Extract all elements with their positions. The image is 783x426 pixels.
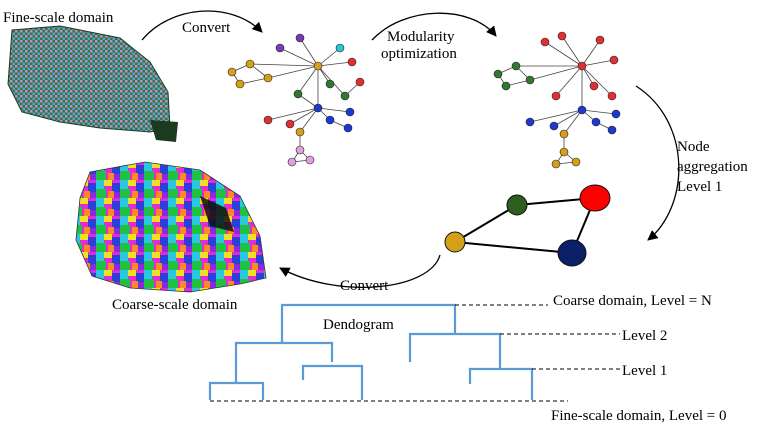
aggregated-node-navy xyxy=(557,239,587,267)
arrow-modularity xyxy=(371,12,497,41)
node-label: Node xyxy=(677,139,710,155)
optimization-label: optimization xyxy=(381,46,457,62)
network-graph-modularity-nodes xyxy=(493,31,621,169)
dendogram-label: Dendogram xyxy=(323,317,394,333)
fine-domain-level-label: Fine-scale domain, Level = 0 xyxy=(551,408,727,424)
level-1-aggregation-label: Level 1 xyxy=(677,179,722,195)
aggregated-node-red xyxy=(579,184,611,212)
level-2-label: Level 2 xyxy=(622,328,667,344)
network-graph-original xyxy=(231,37,361,163)
coarse-scale-mesh-image xyxy=(75,161,267,293)
modularity-label: Modularity xyxy=(387,29,455,45)
network-graph-original-nodes xyxy=(227,33,365,167)
coarse-scale-domain-label: Coarse-scale domain xyxy=(112,297,238,313)
aggregated-node-gold xyxy=(444,231,466,253)
flow-arrows xyxy=(141,10,680,288)
convert-bottom-label: Convert xyxy=(340,278,389,294)
fine-scale-mesh-image xyxy=(7,25,178,142)
convert-top-label: Convert xyxy=(182,20,231,36)
arrow-convert-bottom xyxy=(279,254,441,288)
dendrogram xyxy=(208,303,534,400)
coarse-domain-level-label: Coarse domain, Level = N xyxy=(553,293,712,309)
arrow-convert-top xyxy=(141,10,263,41)
aggregated-graph xyxy=(444,184,611,267)
fine-scale-domain-label: Fine-scale domain xyxy=(3,10,114,26)
aggregated-node-green xyxy=(506,194,528,216)
level-1-label: Level 1 xyxy=(622,363,667,379)
dendrogram-level-lines xyxy=(210,304,620,402)
arrow-node-aggregation xyxy=(635,85,680,241)
aggregation-label: aggregation xyxy=(677,159,748,175)
